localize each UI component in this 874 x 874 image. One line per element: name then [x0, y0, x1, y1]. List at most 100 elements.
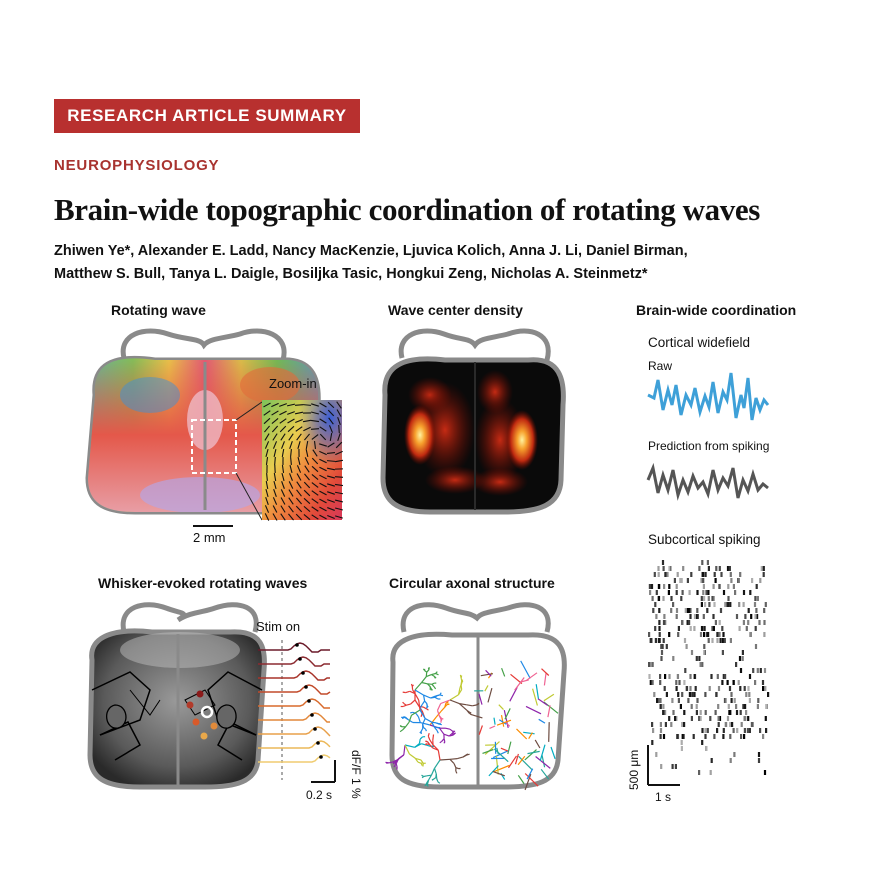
axon-segment — [440, 706, 446, 712]
axon-segment — [418, 705, 423, 712]
axon-segment — [425, 782, 428, 786]
axon-segment — [439, 694, 444, 697]
axon-segment — [424, 783, 428, 787]
section-label: NEUROPHYSIOLOGY — [54, 157, 220, 174]
axon-segment — [433, 726, 438, 731]
flow-arrow — [288, 481, 294, 489]
spike-tick — [763, 632, 766, 637]
spike-tick — [664, 620, 667, 625]
spike-tick — [739, 572, 742, 577]
axon-segment — [426, 706, 428, 709]
spike-tick — [674, 716, 677, 721]
axon-segment — [426, 779, 430, 784]
evoked-trace — [258, 726, 331, 737]
spike-tick — [762, 686, 765, 691]
flow-arrow — [311, 514, 319, 520]
spike-tick — [754, 614, 757, 619]
stim-on-label: Stim on — [256, 619, 301, 634]
axon-segment — [457, 756, 464, 760]
axon-segment — [495, 755, 499, 775]
spike-tick — [718, 584, 721, 589]
flow-arrow — [272, 433, 278, 441]
axon-segment — [431, 672, 436, 676]
axon-segment — [439, 723, 442, 726]
spike-tick — [727, 584, 730, 589]
axon-segment — [426, 674, 432, 678]
axon-segment — [520, 679, 529, 683]
axon-segment — [535, 756, 551, 769]
spike-tick — [752, 668, 755, 673]
flow-arrow — [279, 425, 287, 433]
axon-segment — [419, 731, 422, 734]
flow-arrow — [319, 418, 327, 424]
axon-segment — [478, 693, 483, 705]
axon-segment — [525, 705, 542, 715]
spike-tick — [757, 698, 760, 703]
axon-segment — [538, 718, 546, 724]
flow-arrow — [328, 425, 334, 433]
spike-tick — [720, 572, 723, 577]
spike-tick — [699, 632, 703, 637]
flow-arrow — [319, 490, 327, 496]
spike-tick — [707, 638, 710, 643]
spike-tick — [711, 596, 714, 601]
axon-segment — [422, 718, 426, 725]
axon-segment — [418, 705, 424, 708]
spike-tick — [740, 734, 743, 739]
axon-segment — [434, 696, 439, 700]
spike-tick — [726, 566, 730, 571]
axon-segment — [440, 699, 451, 705]
peak-dot — [295, 643, 299, 647]
axon-segment — [421, 710, 425, 716]
axon-segment — [455, 770, 458, 774]
flow-arrow — [290, 448, 292, 458]
axon-segment — [455, 767, 459, 770]
spike-tick — [707, 632, 710, 637]
axon-segment — [402, 691, 406, 694]
flow-arrow — [319, 474, 327, 480]
axon-segment — [426, 669, 430, 673]
spike-tick — [712, 584, 715, 589]
axon-segment — [524, 773, 532, 791]
evoked-trace — [258, 670, 330, 681]
spike-tick — [660, 656, 663, 661]
axon-segment — [547, 705, 551, 718]
flow-arrow — [310, 419, 320, 423]
axon-segment — [437, 781, 441, 784]
axon-segment — [414, 693, 420, 701]
spike-tick — [703, 644, 706, 649]
axon-segment — [418, 738, 421, 744]
axon-segment — [449, 694, 459, 701]
axon-segment — [396, 758, 400, 762]
flow-arrow — [288, 489, 294, 497]
spike-tick — [759, 728, 762, 733]
spike-tick — [655, 752, 658, 757]
axon-segment — [459, 674, 462, 679]
spike-tick — [738, 656, 742, 661]
axon-segment — [460, 679, 464, 683]
spike-tick — [689, 686, 692, 691]
axon-segment — [437, 750, 441, 761]
dff-scale-label: dF/F 1 % — [349, 750, 363, 799]
axon-segment — [518, 755, 533, 771]
spike-tick — [658, 608, 661, 613]
flow-arrow — [280, 513, 286, 521]
spike-tick — [729, 602, 732, 607]
axon-segment — [424, 700, 428, 705]
flow-arrow — [304, 457, 310, 465]
spike-tick — [718, 632, 721, 637]
axon-segment — [441, 738, 445, 742]
axon-segment — [434, 695, 438, 698]
axon-segment — [503, 709, 509, 729]
spike-tick — [738, 626, 741, 631]
spike-tick — [700, 596, 703, 601]
spike-tick — [728, 566, 731, 571]
flow-arrow — [319, 443, 327, 447]
flow-arrow — [279, 403, 287, 407]
spike-tick — [735, 710, 739, 715]
axon-segment — [435, 722, 440, 725]
spike-tick — [708, 602, 711, 607]
spike-tick — [671, 764, 674, 769]
axon-segment — [409, 753, 416, 759]
axon-segment — [423, 694, 426, 702]
